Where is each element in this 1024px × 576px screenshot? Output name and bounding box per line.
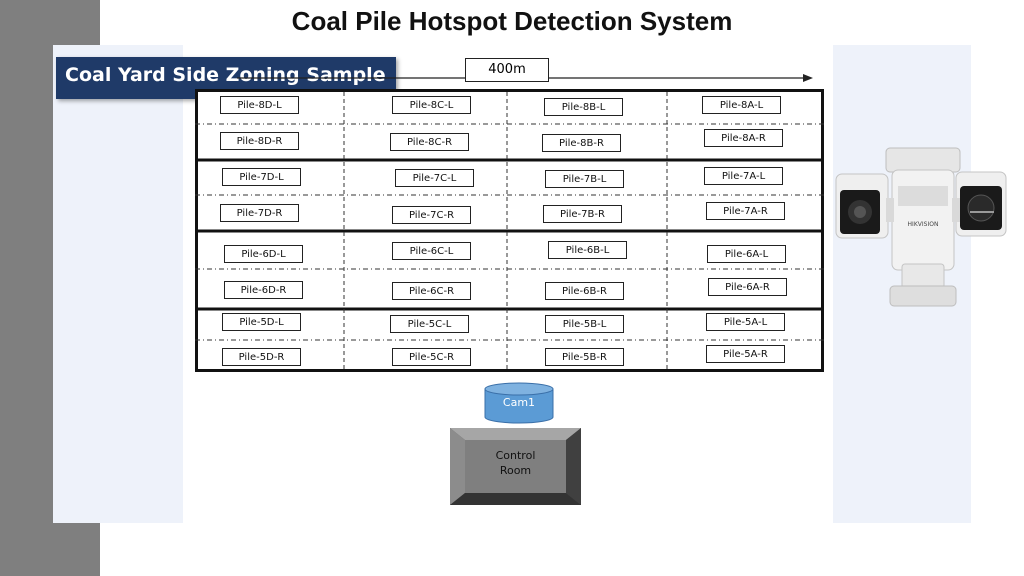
pile-8b-l: Pile-8B-L [544, 98, 623, 116]
pile-7d-r: Pile-7D-R [220, 204, 299, 222]
pile-7d-l: Pile-7D-L [222, 168, 301, 186]
pile-6b-l: Pile-6B-L [548, 241, 627, 259]
control-room-label: Control Room [470, 448, 561, 478]
pile-7a-r: Pile-7A-R [706, 202, 785, 220]
pile-5a-l: Pile-5A-L [706, 313, 785, 331]
section-banner-label: Coal Yard Side Zoning Sample [65, 64, 386, 86]
control-room-box [450, 428, 581, 505]
pile-7c-l: Pile-7C-L [395, 169, 474, 187]
pile-6c-l: Pile-6C-L [392, 242, 471, 260]
pile-7a-l: Pile-7A-L [704, 167, 783, 185]
ptz-thermal-camera-icon: HIKVISION [835, 147, 1007, 307]
pile-6a-l: Pile-6A-L [707, 245, 786, 263]
pile-8b-r: Pile-8B-R [542, 134, 621, 152]
pile-5a-r: Pile-5A-R [706, 345, 785, 363]
pile-8c-r: Pile-8C-R [390, 133, 469, 151]
page-title: Coal Pile Hotspot Detection System [291, 6, 733, 36]
pile-6b-r: Pile-6B-R [545, 282, 624, 300]
pile-5c-l: Pile-5C-L [390, 315, 469, 333]
pile-8c-l: Pile-8C-L [392, 96, 471, 114]
pile-8a-r: Pile-8A-R [704, 129, 783, 147]
pile-5b-r: Pile-5B-R [545, 348, 624, 366]
control-room-line1: Control [495, 449, 536, 462]
control-room-line2: Room [499, 464, 532, 477]
camera-cylinder-icon [484, 382, 554, 424]
pile-6d-l: Pile-6D-L [224, 245, 303, 263]
pile-6c-r: Pile-6C-R [392, 282, 471, 300]
pile-6d-r: Pile-6D-R [224, 281, 303, 299]
pile-5b-l: Pile-5B-L [545, 315, 624, 333]
pile-5d-l: Pile-5D-L [222, 313, 301, 331]
pile-5c-r: Pile-5C-R [392, 348, 471, 366]
pile-7b-r: Pile-7B-R [543, 205, 622, 223]
pile-6a-r: Pile-6A-R [708, 278, 787, 296]
pile-5d-r: Pile-5D-R [222, 348, 301, 366]
pile-8d-l: Pile-8D-L [220, 96, 299, 114]
camera-label: Cam1 [502, 396, 536, 409]
pile-7c-r: Pile-7C-R [392, 206, 471, 224]
pile-7b-l: Pile-7B-L [545, 170, 624, 188]
pile-8d-r: Pile-8D-R [220, 132, 299, 150]
dimension-label: 400m [465, 58, 549, 82]
pile-8a-l: Pile-8A-L [702, 96, 781, 114]
svg-text:HIKVISION: HIKVISION [908, 221, 939, 228]
